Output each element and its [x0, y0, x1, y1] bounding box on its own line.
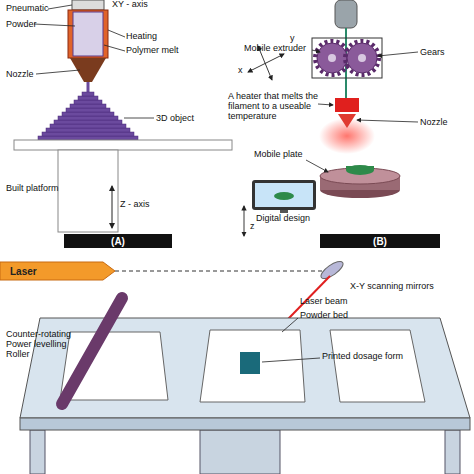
leader-lines — [262, 318, 320, 362]
panel-label: Laser — [10, 266, 37, 277]
part-label: Powder bed — [300, 311, 370, 321]
part-label: Heating — [126, 32, 186, 42]
part-label: Nozzle — [420, 118, 470, 128]
part-label: Built platform — [6, 184, 86, 194]
part-label: X-Y scanning mirrors — [350, 282, 460, 292]
part-label: Mobile plate — [254, 150, 314, 160]
monitor — [252, 180, 316, 213]
part-label: Z - axis — [120, 200, 170, 210]
part-label: Digital design — [256, 214, 326, 224]
part-label: Mobile extruder — [244, 44, 312, 54]
syringe-extruder — [68, 0, 108, 92]
part-label: Polymer melt — [126, 46, 196, 56]
part-label: Pneumatic — [6, 4, 66, 14]
part-label: Printed dosage form — [322, 352, 406, 362]
panel-label: (B) — [373, 236, 387, 247]
fdm-printer — [312, 0, 400, 198]
printed-layers — [38, 92, 138, 140]
part-label: x — [238, 66, 250, 76]
part-label: Laser beam — [300, 297, 370, 307]
part-label: Counter-rotating Power levelling Roller — [6, 330, 72, 360]
part-label: Nozzle — [6, 70, 46, 80]
part-label: y — [290, 34, 302, 44]
part-label: z — [250, 222, 262, 232]
leader-lines — [34, 5, 154, 118]
part-label: Powder — [6, 20, 46, 30]
leader-lines — [306, 50, 418, 172]
panel-label-bar: (B) — [320, 234, 440, 248]
part-label: A heater that melts the filament to a us… — [228, 92, 320, 122]
panel-label-bar: (A) — [64, 234, 172, 248]
part-label: XY - axis — [112, 0, 172, 10]
panel-label: (A) — [111, 236, 125, 247]
sls-printer — [20, 258, 470, 474]
part-label: 3D object — [156, 114, 216, 124]
arrow-fill — [0, 262, 115, 280]
laser-arrow: Laser — [0, 260, 115, 282]
part-label: Gears — [420, 48, 470, 58]
